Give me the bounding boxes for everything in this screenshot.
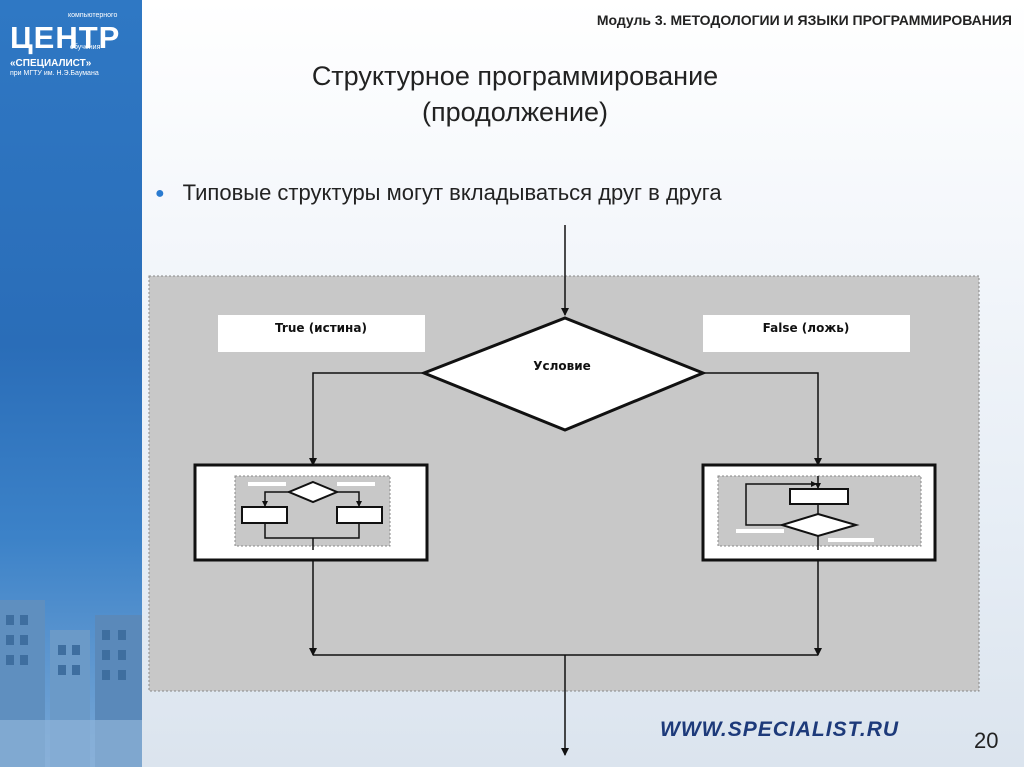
logo: компьютерного ЦЕНТР обучения «СПЕЦИАЛИСТ… xyxy=(6,8,138,78)
logo-mid-text: обучения xyxy=(70,44,101,51)
left-inner-process-b xyxy=(336,506,383,524)
false-label: False (ложь) xyxy=(763,321,850,335)
buildings-image xyxy=(0,600,142,767)
slide-title-line2: (продолжение) xyxy=(421,97,609,127)
bullet-item: ● Типовые структуры могут вкладываться др… xyxy=(155,180,722,206)
slide-title: Структурное программирование (продолжени… xyxy=(190,58,840,130)
bullet-text: Типовые структуры могут вкладываться дру… xyxy=(182,180,722,205)
condition-diamond xyxy=(419,316,707,432)
logo-top-text: компьютерного xyxy=(68,12,118,19)
true-label-box xyxy=(218,315,425,352)
false-branch-line xyxy=(703,372,822,466)
true-label: True (истина) xyxy=(275,321,367,335)
right-inner-process xyxy=(789,488,849,505)
website-url: WWW.SPECIALIST.RU xyxy=(660,718,900,741)
module-header: Модуль 3. МЕТОДОЛОГИИ И ЯЗЫКИ ПРОГРАММИР… xyxy=(596,12,1012,28)
logo-main-text: ЦЕНТР xyxy=(10,20,121,55)
left-inner-diamond xyxy=(286,480,340,504)
true-branch-line xyxy=(309,372,424,466)
bullet-dot-icon: ● xyxy=(155,185,165,203)
logo-name-text: «СПЕЦИАЛИСТ» xyxy=(10,58,92,69)
condition-label: Условие xyxy=(533,359,591,373)
logo-sub-text: при МГТУ им. Н.Э.Баумана xyxy=(10,70,99,77)
slide-title-line1: Структурное программирование xyxy=(311,61,719,91)
left-inner-process-a xyxy=(241,506,288,524)
false-label-box xyxy=(703,315,910,352)
page-number: 20 xyxy=(974,728,999,753)
sidebar-panel: компьютерного ЦЕНТР обучения «СПЕЦИАЛИСТ… xyxy=(0,0,142,767)
